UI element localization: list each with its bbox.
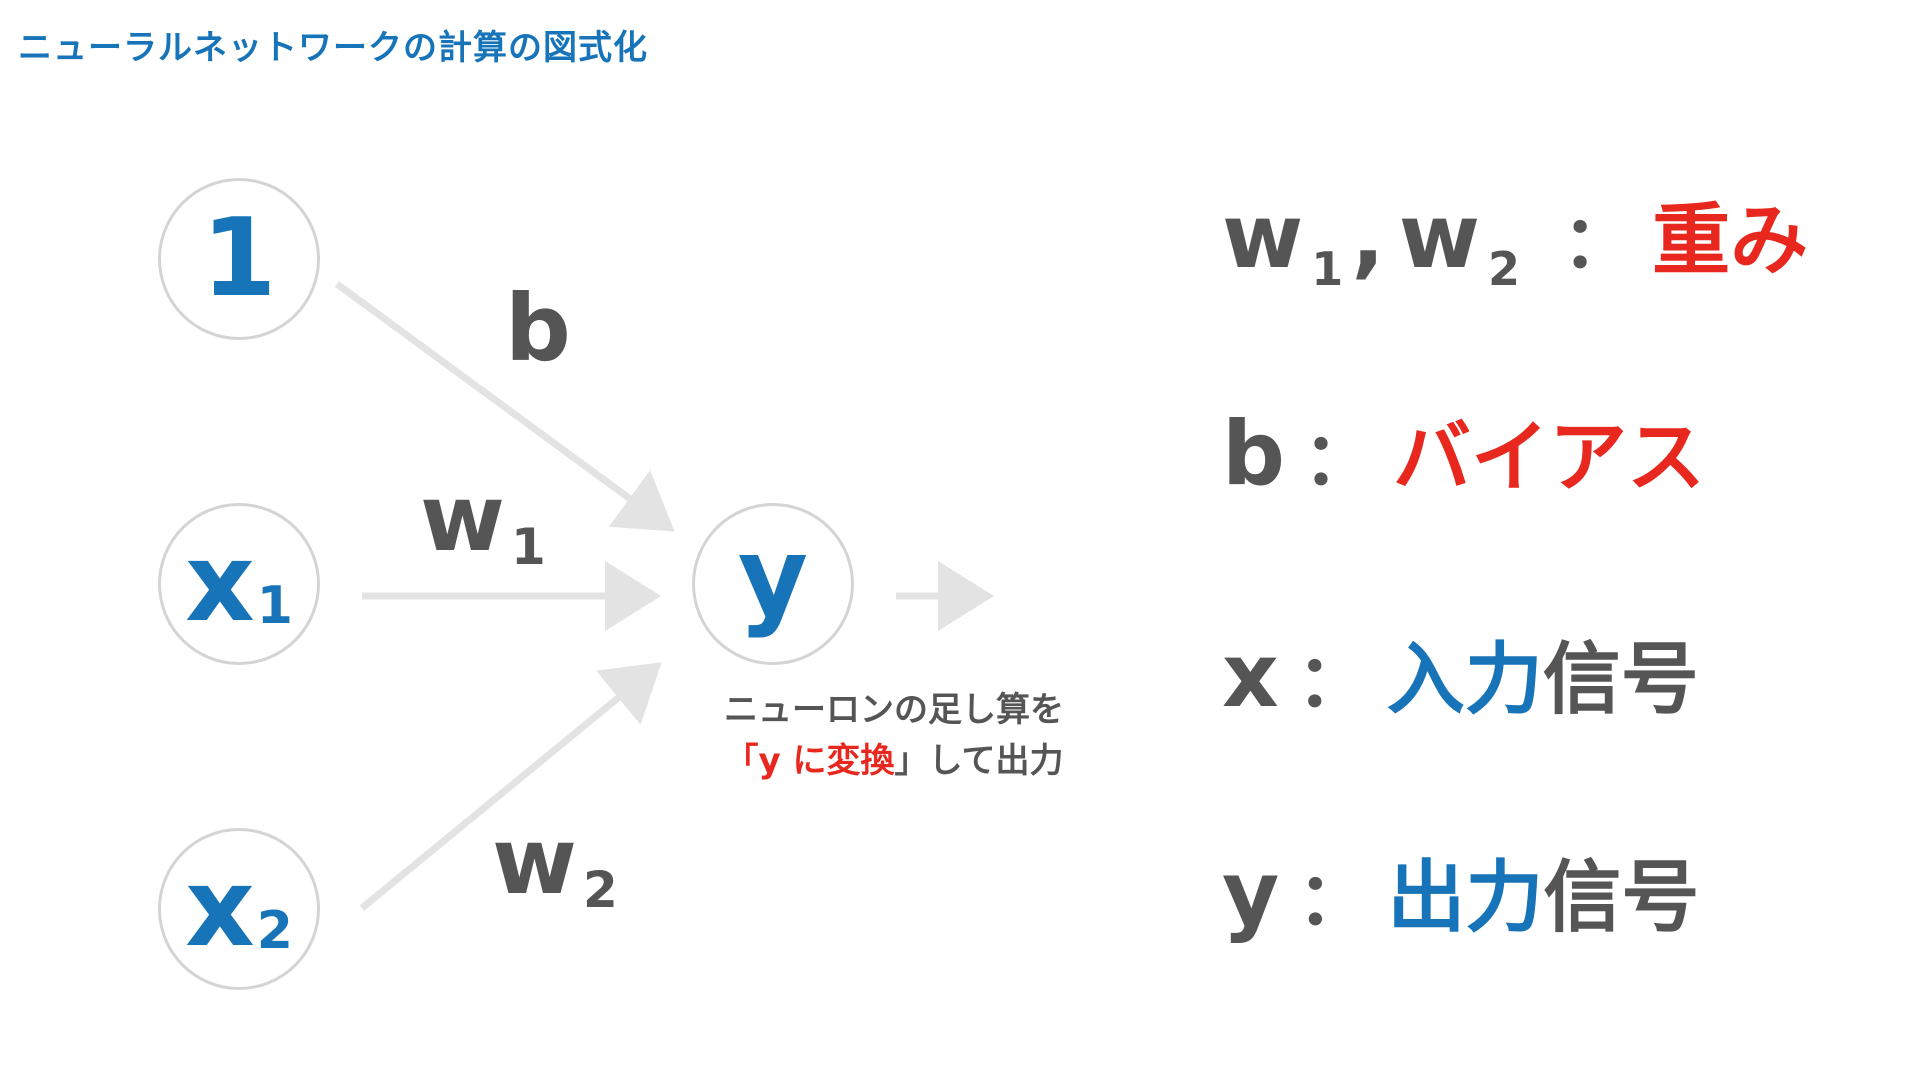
legend-output-term-rest: 信号 [1543, 853, 1700, 943]
node-y: y [692, 503, 854, 665]
legend-output-colon: ： [1297, 857, 1370, 941]
legend-input-term-colored: 入力 [1386, 635, 1543, 725]
legend-input-symbol: x [1222, 624, 1279, 727]
legend-input-colon: ： [1296, 639, 1369, 723]
arrow-x2-to-y [359, 662, 662, 911]
legend-w1-symbol: w [1222, 185, 1304, 288]
neuron-note-line1: ニューロンの足し算を [724, 690, 1064, 730]
legend-bias-colon: ： [1303, 417, 1376, 501]
legend-comma: , [1351, 185, 1385, 288]
legend-weights-term: 重み [1652, 196, 1809, 286]
legend-input: x：入力信号 [1222, 617, 1699, 729]
node-bias-label: 1 [201, 196, 277, 321]
node-x2-subscript: 2 [256, 901, 293, 961]
legend-output-symbol: y [1222, 842, 1280, 945]
neuron-note-highlight: y に変換 [758, 741, 895, 781]
legend-w1-subscript: 1 [1311, 242, 1344, 296]
arrow-bias-to-y [334, 281, 675, 532]
edge-label-w1-symbol: w [420, 465, 505, 572]
neuron-note-rest: して出力 [928, 741, 1064, 781]
neuron-note-close-bracket: 」 [894, 741, 929, 781]
edge-label-b: b [505, 275, 571, 382]
legend-w2-subscript: 2 [1488, 242, 1521, 296]
node-y-symbol: y [737, 515, 809, 640]
legend-bias: b：バイアス [1222, 395, 1705, 507]
page-title: ニューラルネットワークの計算の図式化 [18, 28, 648, 68]
edge-label-b-text: b [505, 275, 571, 382]
legend-weights-colon: ： [1562, 200, 1635, 284]
legend-w2-symbol: w [1398, 185, 1481, 288]
neuron-note-open-bracket: 「 [724, 741, 759, 781]
legend-input-term-rest: 信号 [1542, 635, 1699, 725]
neuron-note-line2: 「y に変換」して出力 [724, 736, 1064, 787]
node-bias: 1 [158, 178, 320, 340]
edge-label-w2-symbol: w [492, 808, 577, 915]
neuron-note: ニューロンの足し算を 「y に変換」して出力 [724, 685, 1064, 787]
node-x1-symbol: x [185, 521, 255, 646]
legend-output: y：出力信号 [1222, 835, 1699, 947]
node-x2-symbol: x [185, 846, 255, 971]
edge-label-w1-subscript: 1 [511, 518, 546, 576]
legend-bias-term: バイアス [1393, 413, 1706, 503]
legend-bias-symbol: b [1222, 402, 1285, 505]
node-x1-subscript: 1 [256, 576, 293, 636]
edge-label-w2-subscript: 2 [583, 861, 618, 919]
legend-output-term-colored: 出力 [1387, 853, 1544, 943]
